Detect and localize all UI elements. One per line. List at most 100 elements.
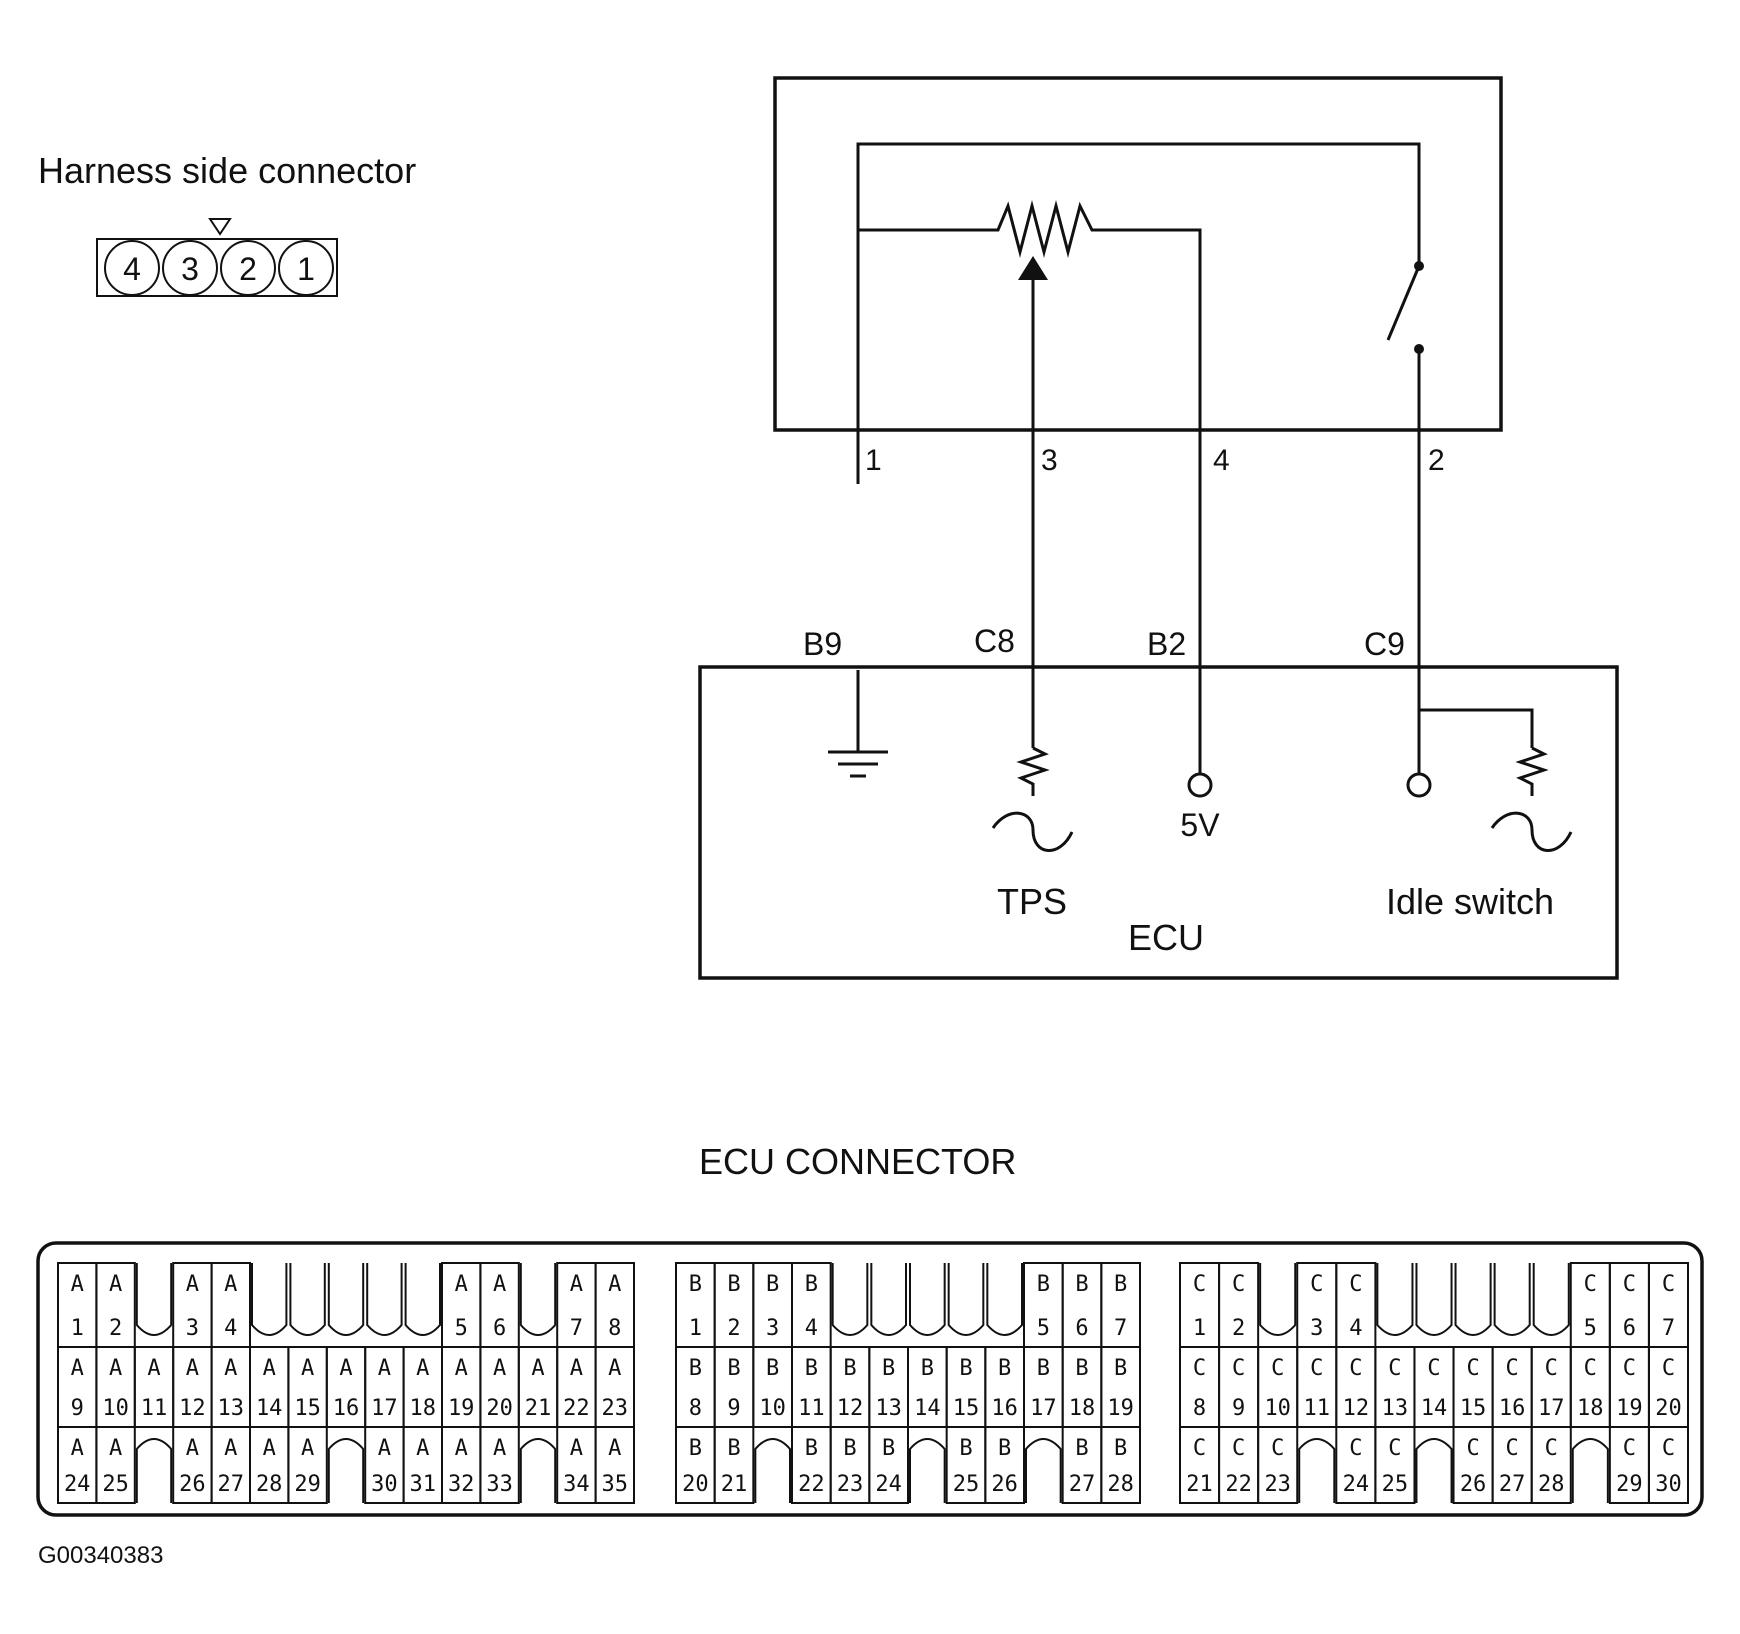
connector-notch: [986, 1263, 1023, 1336]
component-pin-4: 4: [1213, 444, 1230, 477]
connector-cell-letter: A: [263, 1436, 276, 1461]
connector-cell-letter: A: [455, 1436, 468, 1461]
connector-cell-letter: A: [455, 1272, 468, 1297]
tps-input-circuit: [991, 670, 1074, 852]
connector-cell-letter: A: [147, 1356, 160, 1381]
connector-cell-letter: B: [1037, 1356, 1050, 1381]
ground-symbol: [828, 670, 888, 778]
connector-cell-letter: C: [1662, 1436, 1675, 1461]
connector-cell-number: 32: [448, 1472, 475, 1497]
ecu-terminal-b2: B2: [1147, 626, 1186, 662]
connector-cell-number: 18: [1069, 1396, 1096, 1421]
connector-cell-number: 10: [759, 1396, 786, 1421]
ecu-terminal-c9: C9: [1364, 626, 1405, 662]
ecu-terminal-c8: C8: [974, 623, 1015, 659]
connector-notch: [1571, 1438, 1609, 1503]
connector-cell-letter: A: [416, 1356, 429, 1381]
ecu-terminal-b9: B9: [803, 626, 842, 662]
connector-cell-letter: A: [493, 1272, 506, 1297]
connector-cell-letter: C: [1232, 1272, 1245, 1297]
connector-cell-letter: C: [1545, 1356, 1558, 1381]
connector-cell-letter: A: [109, 1436, 122, 1461]
connector-cell-number: 12: [837, 1396, 864, 1421]
connector-cell-number: 3: [766, 1316, 779, 1341]
connector-cell-number: 23: [1264, 1472, 1291, 1497]
connector-notch: [1454, 1263, 1492, 1336]
connector-cell-letter: A: [186, 1272, 199, 1297]
connector-cell-letter: C: [1388, 1436, 1401, 1461]
connector-cell-number: 26: [179, 1472, 206, 1497]
connector-cell-letter: B: [882, 1436, 895, 1461]
connector-cell-number: 27: [1499, 1472, 1526, 1497]
connector-cell-letter: C: [1427, 1356, 1440, 1381]
connector-cell-number: 15: [294, 1396, 321, 1421]
connector-cell-number: 25: [953, 1472, 980, 1497]
connector-notch: [1259, 1263, 1297, 1336]
component-pin-1: 1: [865, 444, 882, 477]
connector-notch: [1025, 1438, 1062, 1503]
connector-cell-number: 16: [333, 1396, 360, 1421]
connector-cell-number: 20: [1655, 1396, 1682, 1421]
connector-cell-number: 9: [71, 1396, 84, 1421]
connector-cell-number: 25: [102, 1472, 129, 1497]
connector-cell-number: 11: [141, 1396, 168, 1421]
connector-cell-number: 2: [1232, 1316, 1245, 1341]
connector-cell-number: 2: [727, 1316, 740, 1341]
ecu-connector-housing: [36, 1241, 1704, 1517]
connector-cell-letter: B: [805, 1436, 818, 1461]
connector-cell-letter: B: [766, 1272, 779, 1297]
connector-cell-number: 34: [563, 1472, 590, 1497]
connector-notch: [1298, 1438, 1336, 1503]
connector-cell-letter: C: [1271, 1356, 1284, 1381]
connector-cell-number: 21: [721, 1472, 748, 1497]
connector-cell-number: 29: [294, 1472, 321, 1497]
connector-cell-a33: [479, 1426, 520, 1504]
connector-cell-number: 22: [1225, 1472, 1252, 1497]
ecu-box: [698, 665, 1619, 980]
connector-cell-number: 16: [1499, 1396, 1526, 1421]
connector-cell-letter: A: [71, 1356, 84, 1381]
connector-cell-number: 6: [493, 1316, 506, 1341]
connector-cell-letter: C: [1193, 1356, 1206, 1381]
connector-cell-number: 4: [224, 1316, 237, 1341]
connector-cell-letter: C: [1271, 1436, 1284, 1461]
connector-cell-letter: B: [689, 1356, 702, 1381]
connector-cell-number: 26: [991, 1472, 1018, 1497]
connector-cell-number: 19: [448, 1396, 475, 1421]
connector-cell-letter: A: [301, 1356, 314, 1381]
connector-cell-b24: [868, 1426, 909, 1504]
connector-cell-number: 21: [525, 1396, 552, 1421]
connector-cell-letter: C: [1232, 1356, 1245, 1381]
connector-cell-number: 6: [1075, 1316, 1088, 1341]
connector-cell-number: 14: [1421, 1396, 1448, 1421]
connector-cell-number: 13: [875, 1396, 902, 1421]
connector-cell-number: 30: [1655, 1472, 1682, 1497]
connector-cell-number: 23: [837, 1472, 864, 1497]
connector-cell-letter: C: [1232, 1436, 1245, 1461]
connector-cell-letter: B: [1075, 1356, 1088, 1381]
connector-cell-letter: A: [186, 1356, 199, 1381]
ecu-connector-grid: A1A2A3A4A5A6A7A8A9A10A11A12A13A14A15A16A…: [57, 1262, 1690, 1504]
component-pin-3: 3: [1041, 444, 1058, 477]
connector-cell-letter: C: [1584, 1272, 1597, 1297]
connector-cell-number: 18: [1577, 1396, 1604, 1421]
connector-notch: [1415, 1438, 1453, 1503]
connector-cell-b21: [713, 1426, 755, 1504]
harness-pin-1: 1: [297, 251, 315, 287]
connector-cell-number: 8: [608, 1316, 621, 1341]
connector-cell-number: 30: [371, 1472, 398, 1497]
connector-cell-number: 5: [1037, 1316, 1050, 1341]
connector-cell-letter: C: [1623, 1272, 1636, 1297]
figure-code: G00340383: [38, 1542, 163, 1569]
connector-cell-number: 17: [1030, 1396, 1057, 1421]
connector-notch: [1493, 1263, 1531, 1336]
connector-notch: [909, 1263, 946, 1336]
connector-cell-number: 14: [914, 1396, 941, 1421]
connector-notch: [1415, 1263, 1453, 1336]
connector-cell-number: 1: [1193, 1316, 1206, 1341]
connector-cell-number: 31: [410, 1472, 437, 1497]
supply-terminal: [1187, 670, 1213, 798]
idle-switch-label: Idle switch: [1386, 881, 1554, 922]
connector-cell-letter: B: [1037, 1272, 1050, 1297]
connector-cell-letter: B: [1114, 1436, 1127, 1461]
